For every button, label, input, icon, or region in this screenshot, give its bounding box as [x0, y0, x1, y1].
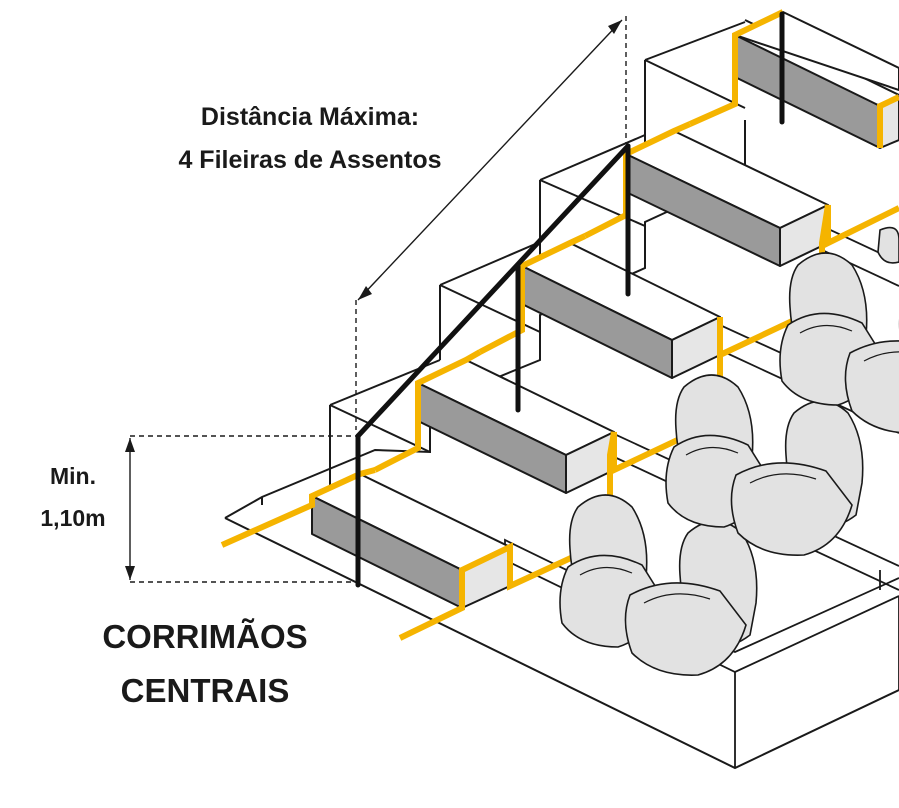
- seat-row-4: [877, 226, 899, 264]
- min-height-label-line2: 1,10m: [40, 505, 106, 531]
- max-distance-dimension: [355, 16, 627, 430]
- central-handrail: [355, 11, 785, 588]
- aisle-steps: [311, 11, 899, 609]
- min-height-label-line1: Min.: [50, 463, 96, 489]
- diagram-title-line1: CORRIMÃOS: [102, 618, 308, 655]
- max-distance-label-line2: 4 Fileiras de Assentos: [178, 146, 442, 174]
- diagram-title-line2: CENTRAIS: [120, 672, 290, 709]
- max-distance-label-line1: Distância Máxima:: [200, 103, 420, 131]
- min-height-dimension: [125, 435, 356, 583]
